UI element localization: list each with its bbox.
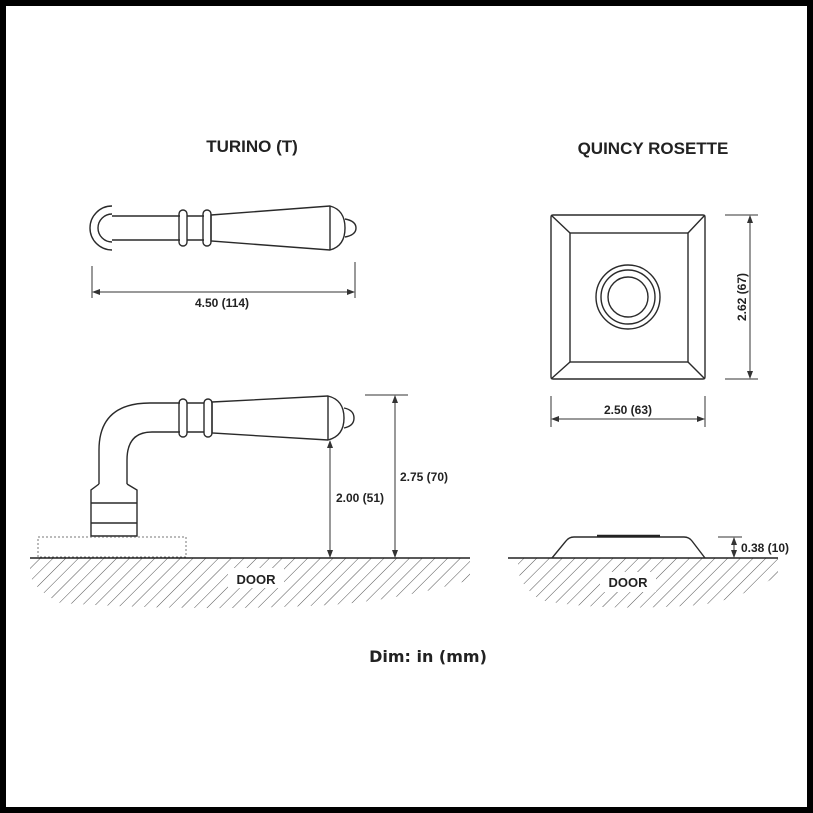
rosette-top-view <box>550 214 706 380</box>
door-left: DOOR <box>30 557 470 609</box>
rosette-height-label: 2.62 (67) <box>735 273 749 321</box>
door-right: DOOR <box>508 557 778 608</box>
drawing-frame <box>6 6 807 807</box>
lever-side-view <box>37 395 355 558</box>
door-label-right: DOOR <box>609 575 649 590</box>
rosette-dimensions: 2.62 (67) 2.50 (63) <box>550 214 758 427</box>
rosette-projection-label: 0.38 (10) <box>741 541 789 555</box>
lever-top-view <box>89 205 357 251</box>
turino-title: TURINO (T) <box>206 137 298 156</box>
rosette-width-label: 2.50 (63) <box>604 403 652 417</box>
lever-height-high-label: 2.75 (70) <box>400 470 448 484</box>
rosette-side-view: 0.38 (10) <box>551 534 789 559</box>
quincy-rosette-title: QUINCY ROSETTE <box>578 139 729 158</box>
lever-length-dimension: 4.50 (114) <box>91 262 356 310</box>
lever-length-label: 4.50 (114) <box>195 296 249 310</box>
lever-height-dimensions: 2.00 (51) 2.75 (70) <box>327 394 448 558</box>
door-label-left: DOOR <box>237 572 277 587</box>
units-note: Dim: in (mm) <box>369 647 487 666</box>
lever-height-low-label: 2.00 (51) <box>336 491 384 505</box>
